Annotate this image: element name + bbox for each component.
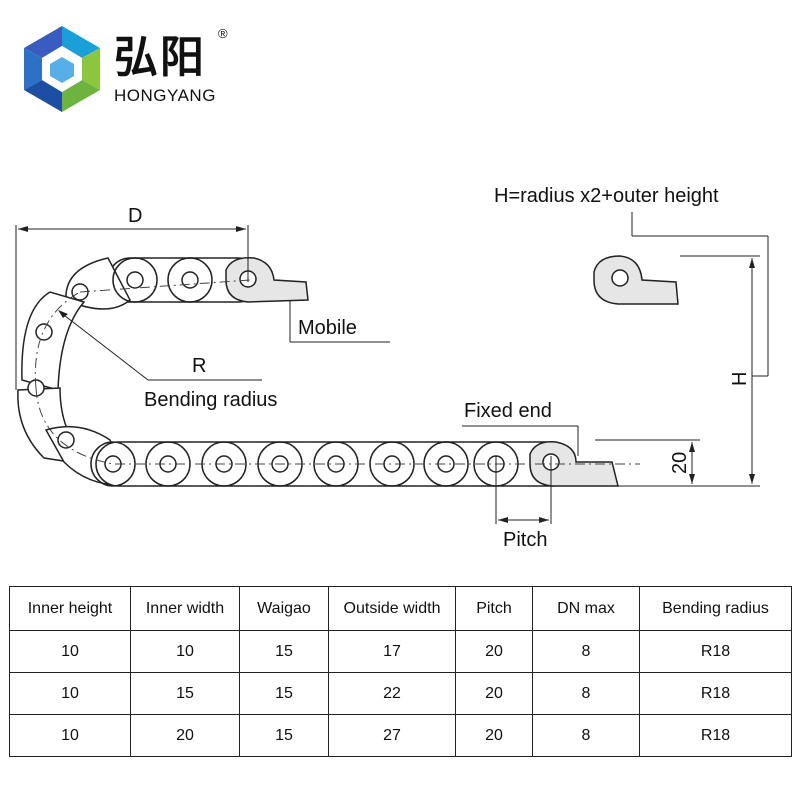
registered-mark: ® [218,26,228,41]
table-cell: 8 [532,714,640,757]
column-header: Bending radius [639,586,792,631]
table-cell: 20 [455,630,533,673]
spec-table: Inner height Inner width Waigao Outside … [9,586,792,757]
label-pitch: Pitch [503,529,547,551]
table-cell: 17 [328,630,456,673]
table-cell: 20 [455,672,533,715]
column-header: Outside width [328,586,456,631]
label-h: H [729,372,751,386]
brand-name-chinese: 弘阳 [114,32,206,83]
label-20: 20 [669,452,691,474]
table-cell: R18 [639,672,792,715]
table-row: 10 20 15 27 20 8 R18 [9,714,792,757]
column-header: Pitch [455,586,533,631]
fixed-end-bracket [529,441,619,487]
label-r: R [192,355,206,377]
table-cell: 22 [328,672,456,715]
table-cell: 10 [9,630,131,673]
chain-link-bend [21,291,86,391]
brand-name-english: HONGYANG [114,86,216,105]
table-cell: 10 [9,672,131,715]
table-cell: 27 [328,714,456,757]
label-mobile: Mobile [298,317,357,339]
table-cell: 15 [239,714,329,757]
mobile-end-bracket [225,257,309,303]
table-cell: 10 [130,630,240,673]
label-formula: H=radius x2+outer height [494,185,719,207]
table-cell: 15 [130,672,240,715]
table-cell: 20 [130,714,240,757]
label-fixed-end: Fixed end [464,400,552,422]
table-cell: 15 [239,630,329,673]
table-cell: 8 [532,630,640,673]
table-cell: 8 [532,672,640,715]
chain-links [17,257,575,487]
table-cell: R18 [639,714,792,757]
hongyang-logo-icon [24,26,100,112]
column-header: Inner width [130,586,240,631]
column-header: DN max [532,586,640,631]
label-bending-radius: Bending radius [144,389,277,411]
drag-chain-diagram: D R Bending radius Mobile Fixed end Pitc… [15,185,769,551]
table-header-row: Inner height Inner width Waigao Outside … [9,586,792,631]
table-cell: 20 [455,714,533,757]
table-cell: 10 [9,714,131,757]
table-cell: 15 [239,672,329,715]
column-header: Inner height [9,586,131,631]
table-row: 10 15 15 22 20 8 R18 [9,672,792,715]
side-end-bracket [593,255,679,305]
table-cell: R18 [639,630,792,673]
table-row: 10 10 15 17 20 8 R18 [9,630,792,673]
label-d: D [128,205,142,227]
column-header: Waigao [239,586,329,631]
